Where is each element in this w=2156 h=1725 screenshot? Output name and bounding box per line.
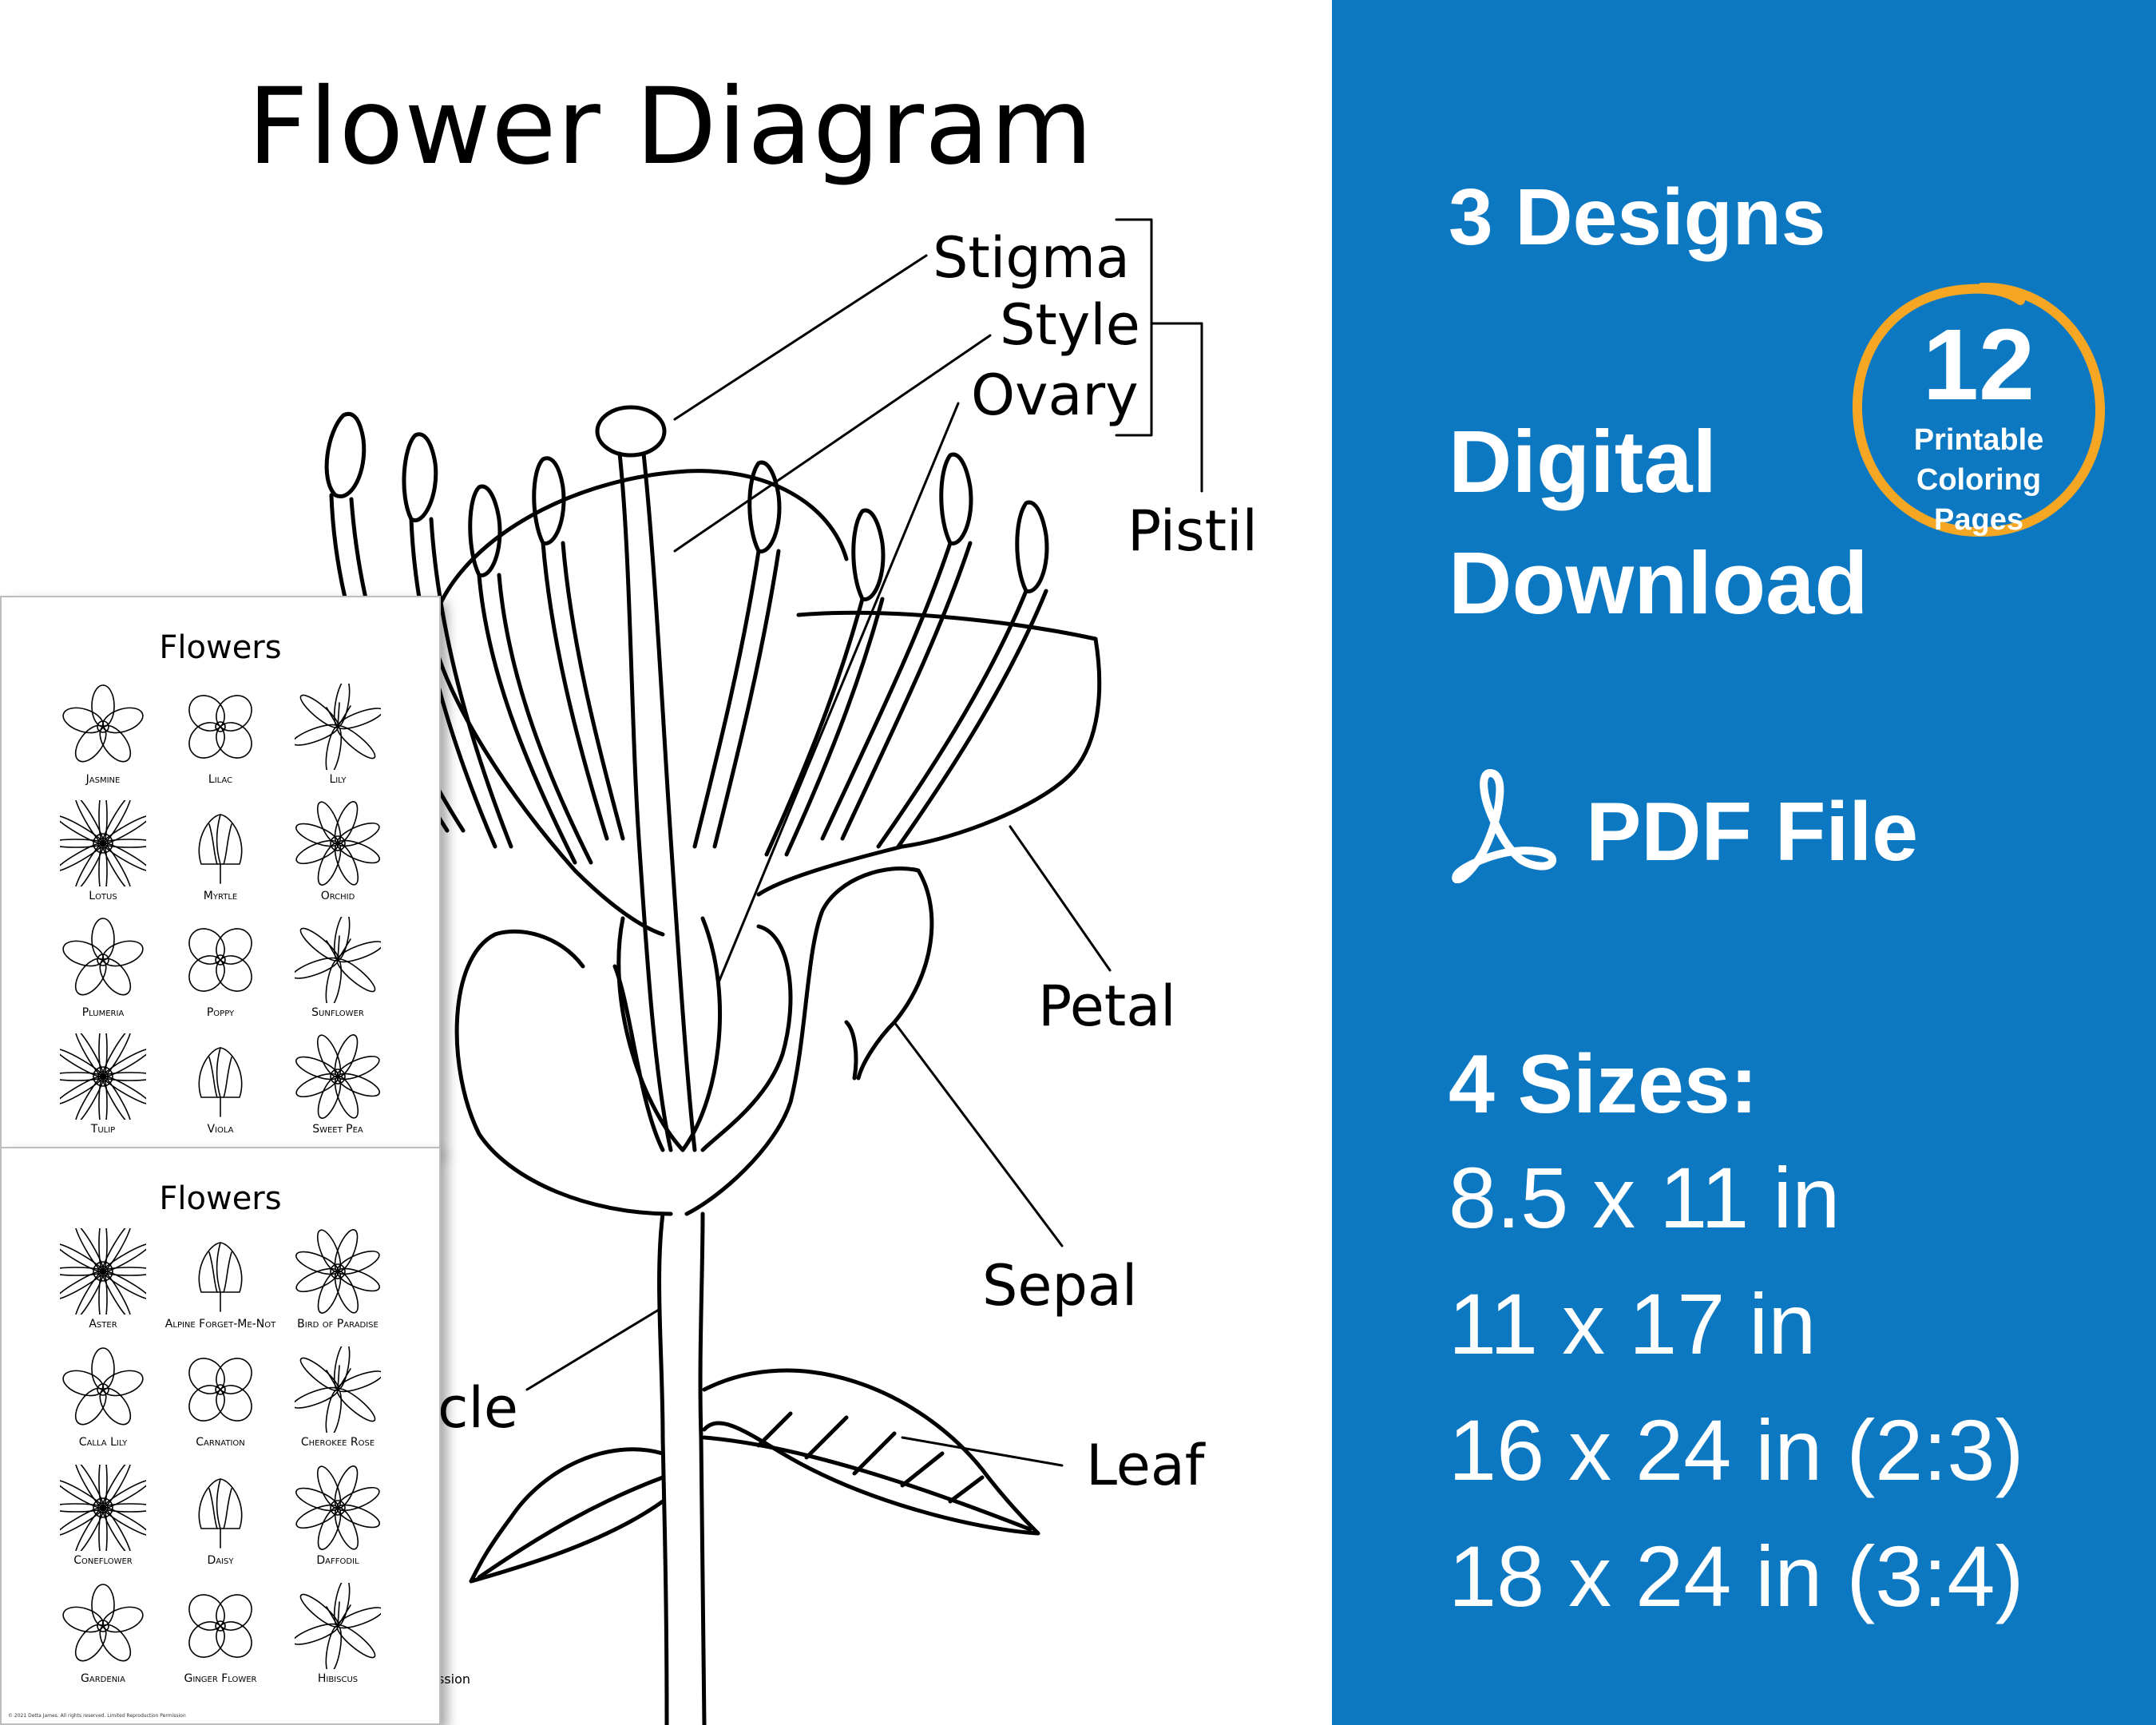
flower-name: Daisy <box>207 1554 234 1567</box>
pdf-file-label: PDF File <box>1586 786 1919 878</box>
flower-name: Sweet Pea <box>312 1123 363 1136</box>
flower-grid-cell: Hibiscus <box>278 1583 398 1695</box>
flower-name: Calla Lily <box>78 1436 128 1449</box>
flower-grid-cell: Daisy <box>161 1465 280 1576</box>
flower-grid-cell: Lily <box>278 684 398 795</box>
label-sepal: Sepal <box>982 1253 1138 1319</box>
promo-panel: 3 Designs Digital Download 12 Printable … <box>1332 0 2156 1725</box>
acrobat-pdf-icon <box>1452 769 1556 883</box>
diagram-title: Flower Diagram <box>248 65 1094 188</box>
download-text: Download <box>1449 534 1869 632</box>
permission-text-partial: ssion <box>438 1671 471 1687</box>
flower-name: Lily <box>329 773 347 786</box>
flower-grid-cell: Poppy <box>161 917 280 1029</box>
flower-grid-cell: Jasmine <box>43 684 163 795</box>
flower-grid-cell: Alpine Forget-Me-Not <box>161 1228 280 1340</box>
flower-name: Poppy <box>206 1006 235 1019</box>
flower-name: Viola <box>207 1123 234 1136</box>
flower-grid-cell: Tulip <box>43 1033 163 1145</box>
flower-grid-cell: Ginger Flower <box>161 1583 280 1695</box>
flower-grid-cell: Sunflower <box>278 917 398 1029</box>
size-item: 11 x 17 in <box>1449 1275 1817 1372</box>
flower-grid-cell: Coneflower <box>43 1465 163 1576</box>
label-style: Style <box>1000 292 1140 358</box>
flower-name: Gardenia <box>81 1672 125 1685</box>
copyright-text: © 2021 Detta James. All rights reserved.… <box>8 1713 186 1719</box>
label-ovary: Ovary <box>971 363 1139 428</box>
flower-name: Lotus <box>89 890 117 902</box>
flower-name: Daffodil <box>316 1554 359 1567</box>
flower-grid-cell: Carnation <box>161 1346 280 1458</box>
flower-grid-cell: Orchid <box>278 800 398 912</box>
flower-name: Alpine Forget-Me-Not <box>164 1318 276 1330</box>
flower-name: Hibiscus <box>317 1672 359 1685</box>
flower-name: Aster <box>89 1318 117 1330</box>
sheet1-title: Flowers <box>159 629 282 666</box>
flower-name: Jasmine <box>85 773 121 786</box>
badge-line-2: Coloring <box>1916 463 2042 497</box>
flower-name: Tulip <box>90 1123 116 1136</box>
badge-line-3: Pages <box>1934 503 2023 537</box>
flower-name: Ginger Flower <box>184 1672 257 1685</box>
flower-name: Myrtle <box>203 890 238 902</box>
flower-name: Bird of Paradise <box>297 1318 378 1330</box>
flower-grid-cell: Sweet Pea <box>278 1033 398 1145</box>
printable-pages-badge: 12 Printable Coloring Pages <box>1849 276 2108 543</box>
flower-name: Cherokee Rose <box>300 1436 375 1449</box>
label-petal: Petal <box>1038 974 1176 1039</box>
sheet2-title: Flowers <box>159 1180 282 1217</box>
label-peduncle-partial: cle <box>438 1375 519 1441</box>
badge-line-1: Printable <box>1913 423 2044 457</box>
flower-name: Carnation <box>196 1436 245 1449</box>
label-pistil: Pistil <box>1128 498 1258 564</box>
flower-grid-cell: Plumeria <box>43 917 163 1029</box>
flower-name: Orchid <box>320 890 355 902</box>
digital-text: Digital <box>1449 413 1718 511</box>
size-item: 16 x 24 in (2:3) <box>1449 1402 2024 1498</box>
flower-grid-cell: Viola <box>161 1033 280 1145</box>
size-item: 8.5 x 11 in <box>1449 1149 1841 1246</box>
badge-ring <box>1852 282 2106 537</box>
flower-name: Plumeria <box>81 1006 125 1019</box>
diagram-preview: Flower Diagram Stigma Style Ovary Pistil… <box>0 65 1258 1725</box>
flower-name: Sunflower <box>311 1006 364 1019</box>
flower-name: Lilac <box>208 773 233 786</box>
flower-grid-cell: Bird of Paradise <box>278 1228 398 1340</box>
size-item: 18 x 24 in (3:4) <box>1449 1528 2024 1624</box>
flowers-sheet-2: Flowers © 2021 Detta James. All rights r… <box>0 1147 441 1725</box>
flower-grid-cell: Daffodil <box>278 1465 398 1576</box>
flower-diagram-illustration <box>324 218 1203 1725</box>
flower-grid-cell: Myrtle <box>161 800 280 912</box>
designs-count: 3 Designs <box>1449 172 1826 262</box>
label-leaf: Leaf <box>1086 1433 1205 1498</box>
flower-name: Coneflower <box>73 1554 133 1567</box>
flower-grid-cell: Gardenia <box>43 1583 163 1695</box>
flower-grid-cell: Aster <box>43 1228 163 1340</box>
flower-grid-cell: Cherokee Rose <box>278 1346 398 1458</box>
badge-number: 12 <box>1922 308 2035 421</box>
flower-grid-cell: Lotus <box>43 800 163 912</box>
flower-grid-cell: Calla Lily <box>43 1346 163 1458</box>
label-stigma: Stigma <box>933 225 1130 291</box>
sizes-heading: 4 Sizes: <box>1449 1038 1758 1131</box>
flower-grid-cell: Lilac <box>161 684 280 795</box>
